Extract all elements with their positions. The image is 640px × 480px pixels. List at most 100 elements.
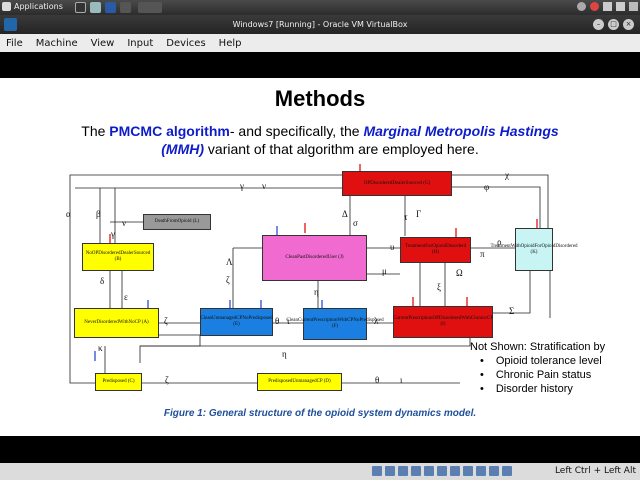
network-icon[interactable] <box>603 2 612 11</box>
flow-label: κ <box>98 343 103 353</box>
flow-label: ν <box>122 218 127 228</box>
flow-label: ρ <box>497 237 502 247</box>
menu-help[interactable]: Help <box>218 37 242 49</box>
flow-label: ζ <box>164 316 168 326</box>
flow-label: ι <box>287 316 290 326</box>
display-icon[interactable] <box>450 466 460 476</box>
flow-label: ζ <box>165 375 169 385</box>
menu-bar: File Machine View Input Devices Help <box>0 34 640 52</box>
flow-line <box>493 271 531 314</box>
virtualbox-taskbar-icon[interactable] <box>138 2 162 13</box>
box-never-disordered: NeverDisorderedWithNoCP (A) <box>74 308 159 338</box>
terminal-icon[interactable] <box>75 2 86 13</box>
optical-drive-icon[interactable] <box>385 466 395 476</box>
vm-statusbar: Left Ctrl + Left Alt <box>0 463 640 480</box>
intro-text-3: variant of that algorithm are employed h… <box>204 141 479 157</box>
flow-label: β <box>96 209 101 219</box>
flow-label: Ω <box>456 268 463 278</box>
box-treatment-opioid-disordered: TreatmentForOpioidDisorderd (H) <box>400 237 471 263</box>
box-death-from-opioid: DeathFromOpioid (L) <box>143 214 211 230</box>
flow-label: η <box>282 349 287 359</box>
flow-line <box>452 174 549 228</box>
model-diagram <box>69 164 551 384</box>
applications-menu[interactable]: Applications <box>2 2 63 11</box>
flow-label: γ <box>111 229 115 239</box>
user-icon[interactable] <box>577 2 586 11</box>
flow-label: π <box>480 249 485 259</box>
flow-line <box>139 334 201 363</box>
box-clean-current-prescription: CleanCurrentPrescriptionWithCPNoPredispo… <box>286 308 384 340</box>
menu-file[interactable]: File <box>6 37 23 49</box>
stratification-heading: Not Shown: Stratification by <box>470 341 606 353</box>
usb-icon[interactable] <box>424 466 434 476</box>
video-capture-icon[interactable] <box>463 466 473 476</box>
flow-label: Σ <box>509 306 515 316</box>
cpu-icon[interactable] <box>502 466 512 476</box>
menu-devices[interactable]: Devices <box>166 37 206 49</box>
flow-line <box>452 186 541 228</box>
presentation-slide: Methods The PMCMC algorithm- and specifi… <box>0 78 640 436</box>
stratification-item: Disorder history <box>480 382 630 396</box>
chrome-icon[interactable] <box>590 2 599 11</box>
figure-caption: Figure 1: General structure of the opioi… <box>163 408 477 419</box>
host-key-label: Left Ctrl + Left Alt <box>554 466 636 476</box>
flow-label: μ <box>382 266 387 276</box>
flow-label: θ <box>275 316 280 326</box>
flow-label: φ <box>484 182 490 192</box>
flow-label: δ <box>100 276 105 286</box>
box-clean-unmanaged: CleanUnmanagedCPNoPredisposed (E) <box>200 308 273 336</box>
network-icon[interactable] <box>411 466 421 476</box>
flow-label: υ <box>390 242 395 252</box>
box-current-prescription-opd: CurrentPrescriptionOPDisorderedWithChron… <box>393 306 493 338</box>
applications-icon <box>2 2 11 11</box>
menu-view[interactable]: View <box>90 37 115 49</box>
flow-label: θ <box>375 375 380 385</box>
flow-label: Δ <box>342 209 348 219</box>
flow-label: ε <box>124 292 128 302</box>
flow-label: τ <box>404 212 408 222</box>
flow-label: α <box>66 209 71 219</box>
flow-line <box>140 338 471 347</box>
keyboard-icon[interactable] <box>489 466 499 476</box>
box-opd-dealer-sourced: OPDisorderedDealerSourced (G) <box>342 171 452 196</box>
flow-line <box>69 174 342 384</box>
power-icon[interactable] <box>629 2 638 11</box>
box-noopd-dealer-sourced: NoOPDisorderedDealerSourced (B) <box>82 243 154 271</box>
mouse-integration-icon[interactable] <box>476 466 486 476</box>
flow-label: ζ <box>226 275 230 285</box>
system-tray <box>577 2 638 11</box>
flow-label: λ <box>374 316 379 326</box>
stratification-note: Not Shown: Stratification by Opioid tole… <box>470 340 630 396</box>
close-button[interactable]: × <box>623 19 634 30</box>
shared-folders-icon[interactable] <box>437 466 447 476</box>
flow-label: χ <box>505 170 509 180</box>
box-clean-past-disordered: CleanPastDisorderedUser (J) <box>262 235 367 281</box>
flow-label: ξ <box>437 282 442 292</box>
box-predisposed-unmanaged: PredisposedUnmanagedCP (D) <box>257 373 342 391</box>
hard-disk-icon[interactable] <box>372 466 382 476</box>
mmh-abbrev: (MMH) <box>161 141 205 157</box>
minimize-button[interactable]: – <box>593 19 604 30</box>
maximize-button[interactable]: □ <box>608 19 619 30</box>
intro-text-2: - and specifically, the <box>229 123 364 139</box>
flow-label: Γ <box>416 209 422 219</box>
mmh-term: Marginal Metropolis Hastings <box>363 123 559 139</box>
status-icons <box>372 466 512 476</box>
menu-input[interactable]: Input <box>127 37 154 49</box>
intro-text-1: The <box>81 123 110 139</box>
stratification-item: Chronic Pain status <box>480 368 630 382</box>
windows7-icon <box>4 18 17 31</box>
pmcmc-term: PMCMC algorithm <box>109 123 230 139</box>
audio-icon[interactable] <box>398 466 408 476</box>
stratification-item: Opioid tolerance level <box>480 354 630 368</box>
box-predisposed: Predisposed (C) <box>95 373 142 391</box>
files-icon[interactable] <box>90 2 101 13</box>
volume-icon[interactable] <box>616 2 625 11</box>
writer-icon[interactable] <box>105 2 116 13</box>
slide-title: Methods <box>274 86 366 111</box>
window-titlebar: Windows7 [Running] - Oracle VM VirtualBo… <box>0 15 640 34</box>
flow-label: ν <box>262 181 267 191</box>
flow-label: Λ <box>226 257 233 267</box>
settings-icon[interactable] <box>120 2 131 13</box>
menu-machine[interactable]: Machine <box>35 37 78 49</box>
